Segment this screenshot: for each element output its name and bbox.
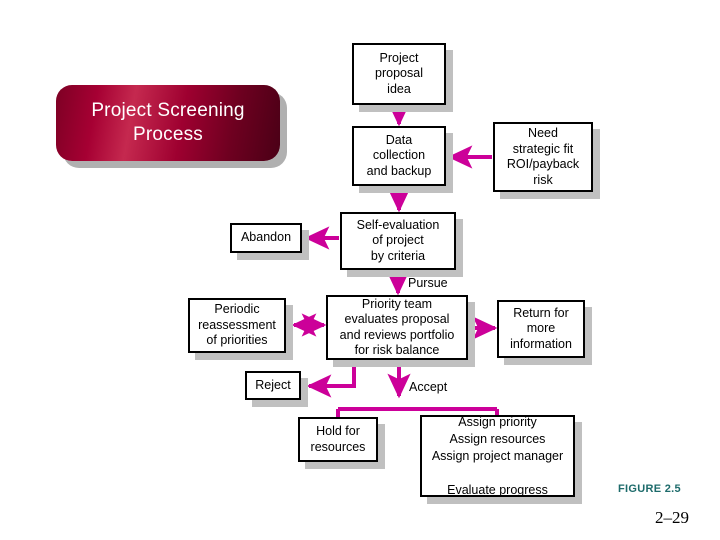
edge-label-pursue: Pursue [408,276,448,290]
node-label: Assign priority Assign resources Assign … [431,414,564,497]
node-label: Project proposal idea [375,50,423,96]
node-reject[interactable]: Reject [245,371,301,400]
node-label: Return for more information [510,305,572,351]
node-label: Abandon [240,230,292,245]
node-label: Reject [255,377,291,392]
node-need-strategic-fit[interactable]: Need strategic fit ROI/payback risk [493,122,593,192]
node-periodic-reassessment[interactable]: Periodic reassessment of priorities [188,298,286,353]
node-self-evaluation[interactable]: Self-evaluation of project by criteria [340,212,456,270]
node-label: Hold for resources [310,424,366,454]
edge-label-accept: Accept [409,380,448,394]
edge-priority-to-reject [306,361,356,398]
node-return-for-more-information[interactable]: Return for more information [497,300,585,358]
node-project-proposal-idea[interactable]: Project proposal idea [352,43,446,105]
slide-title-text: Project Screening Process [91,100,245,145]
figure-caption: FIGURE 2.5 [618,483,681,495]
node-abandon[interactable]: Abandon [230,223,302,253]
node-priority-team[interactable]: Priority team evaluates proposal and rev… [326,295,468,360]
node-label: Need strategic fit ROI/payback risk [506,126,580,187]
page-number: 2–29 [655,508,689,527]
node-data-collection[interactable]: Data collection and backup [352,126,446,186]
node-label: Periodic reassessment of priorities [198,302,276,348]
node-label: Data collection and backup [366,132,432,178]
slide-title-plaque: Project Screening Process [56,85,280,161]
node-label: Self-evaluation of project by criteria [356,217,440,263]
node-hold-for-resources[interactable]: Hold for resources [298,417,378,462]
node-label: Priority team evaluates proposal and rev… [339,296,455,358]
node-assign-and-evaluate[interactable]: Assign priority Assign resources Assign … [420,415,575,497]
